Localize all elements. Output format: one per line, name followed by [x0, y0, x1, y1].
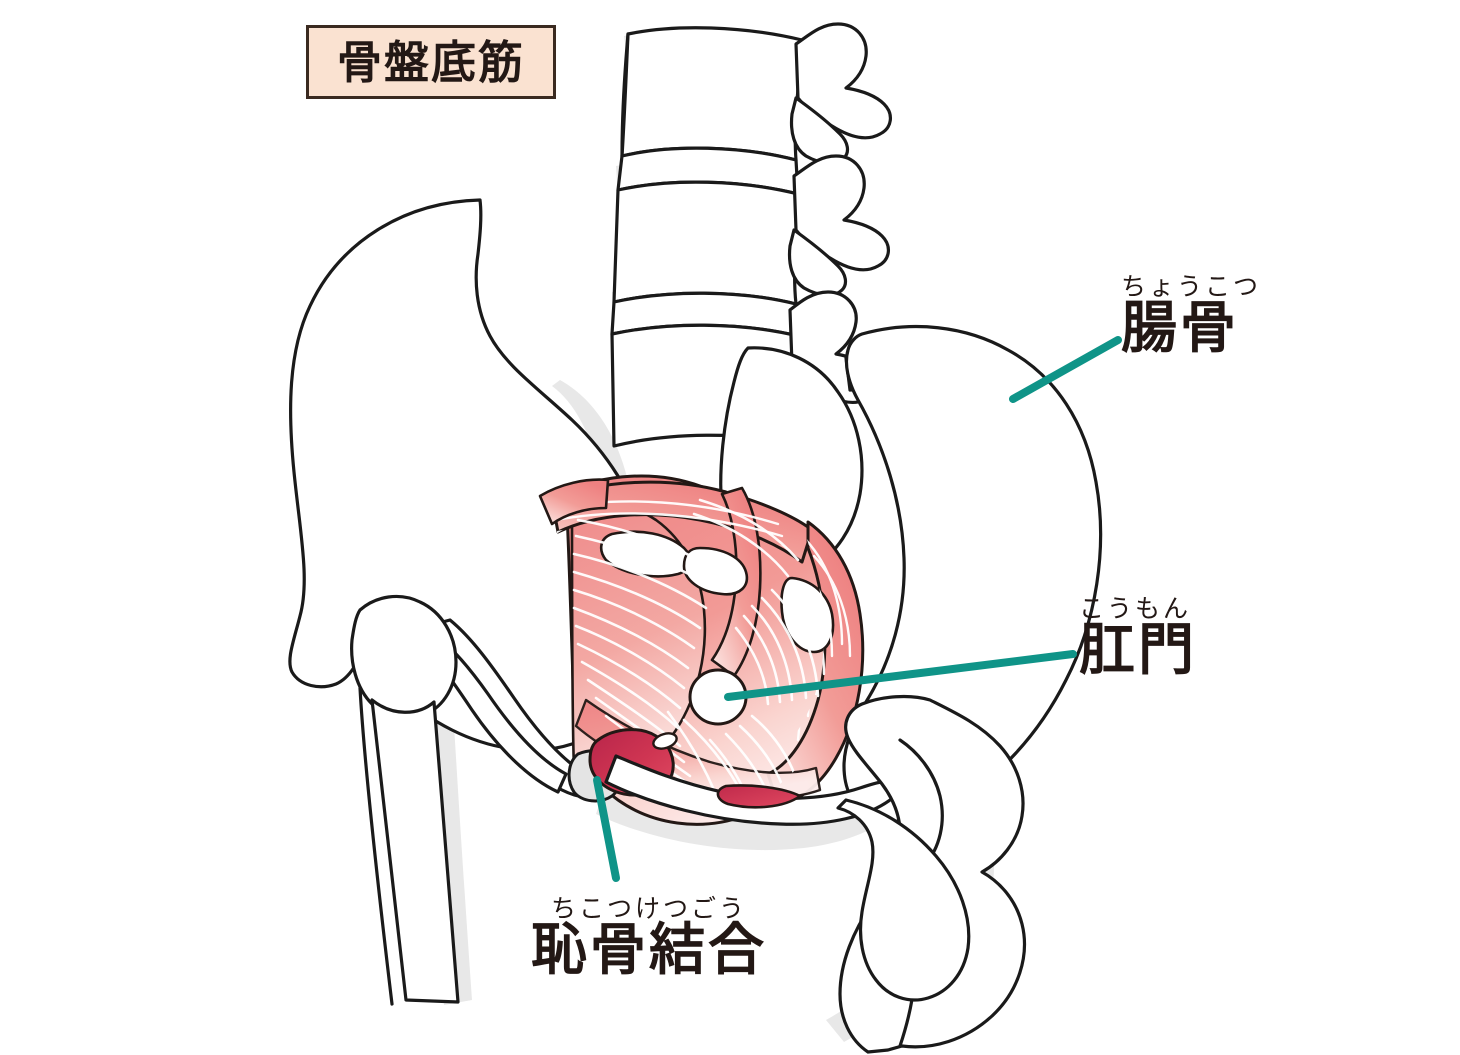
kanji-ilium: 腸骨 — [1121, 296, 1239, 362]
diagram-title-plate: 骨盤底筋 — [306, 25, 556, 99]
right-obturator-structure — [716, 784, 803, 809]
furigana-anus: こうもん — [1079, 594, 1192, 623]
muscle-origin-wedge — [538, 478, 610, 526]
callout-label-anus: こうもん 肛門 — [1079, 594, 1197, 684]
furigana-ilium: ちょうこつ — [1121, 272, 1262, 301]
left-femur-bone — [350, 594, 460, 1006]
ischial-shelf-bone — [836, 798, 971, 1002]
leader-line-ilium — [1009, 336, 1122, 403]
pubic-symphysis-region — [567, 728, 902, 826]
lumbar-vertebrae-group — [610, 22, 892, 448]
kanji-anus: 肛門 — [1079, 618, 1197, 684]
leader-line-anus — [724, 650, 1077, 701]
small-orifice-marker — [652, 732, 678, 750]
leader-lines-group — [593, 336, 1122, 882]
callout-label-pubic-symphysis: ちこつけつごう 恥骨結合 — [531, 894, 767, 984]
kanji-pubic-symphysis: 恥骨結合 — [531, 918, 767, 984]
callout-label-ilium: ちょうこつ 腸骨 — [1121, 272, 1262, 362]
leader-line-symphysis — [593, 776, 620, 882]
furigana-pubic-symphysis: ちこつけつごう — [550, 894, 747, 923]
diagram-title-text: 骨盤底筋 — [336, 35, 525, 89]
